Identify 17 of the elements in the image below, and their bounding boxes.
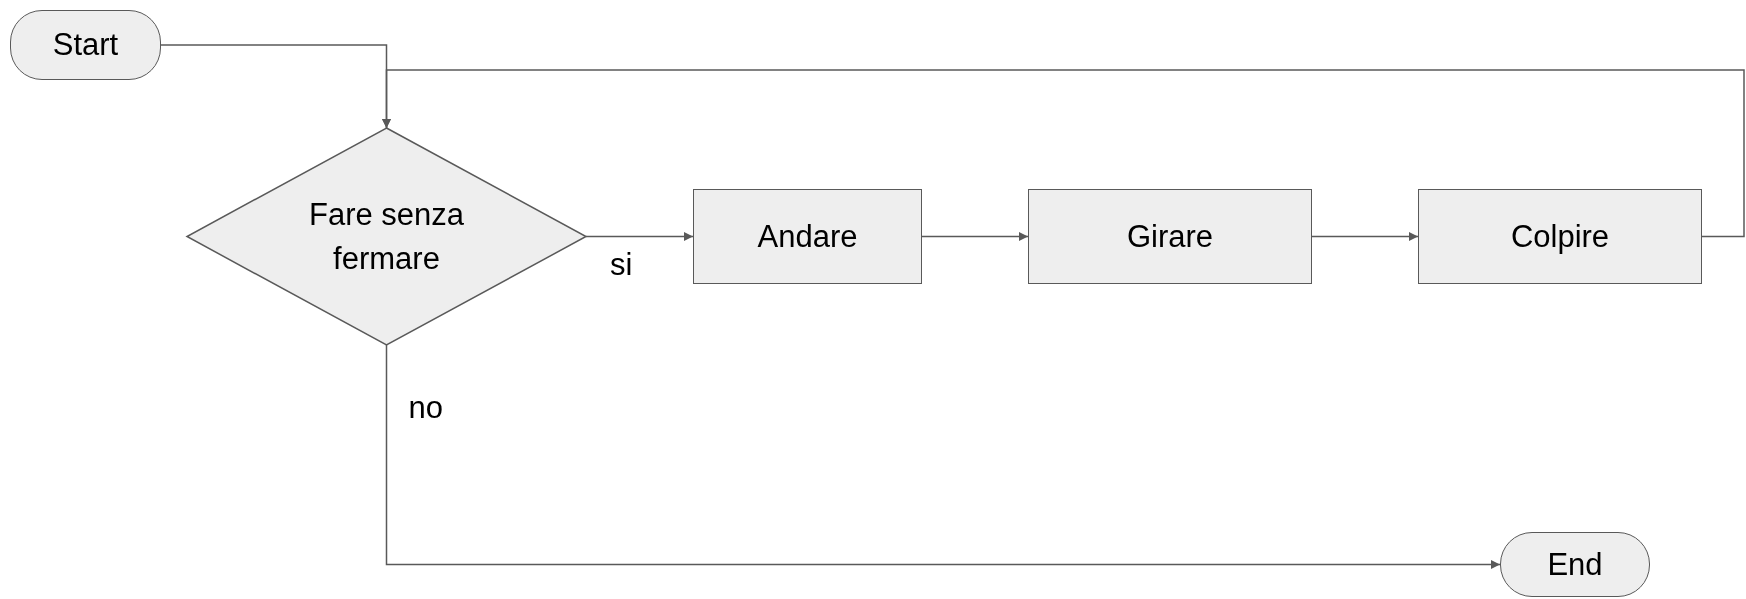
edge-label: si <box>610 246 633 283</box>
node-label: Andare <box>757 217 858 256</box>
arrow <box>921 232 1029 241</box>
arrow <box>385 344 1501 569</box>
arrow <box>382 69 1745 238</box>
node-label: Colpire <box>1510 217 1610 256</box>
node-label: Start <box>52 26 119 65</box>
node-label: End <box>1547 545 1603 584</box>
arrow <box>585 232 694 241</box>
arrow <box>1311 232 1419 241</box>
node-label: Girare <box>1126 217 1214 256</box>
process-box <box>1028 189 1312 284</box>
edge-label: no <box>408 390 443 426</box>
terminal-box <box>10 10 161 80</box>
process-box <box>693 189 922 284</box>
process-box <box>1418 189 1702 284</box>
node-label: Fare senza fermare <box>307 196 466 278</box>
